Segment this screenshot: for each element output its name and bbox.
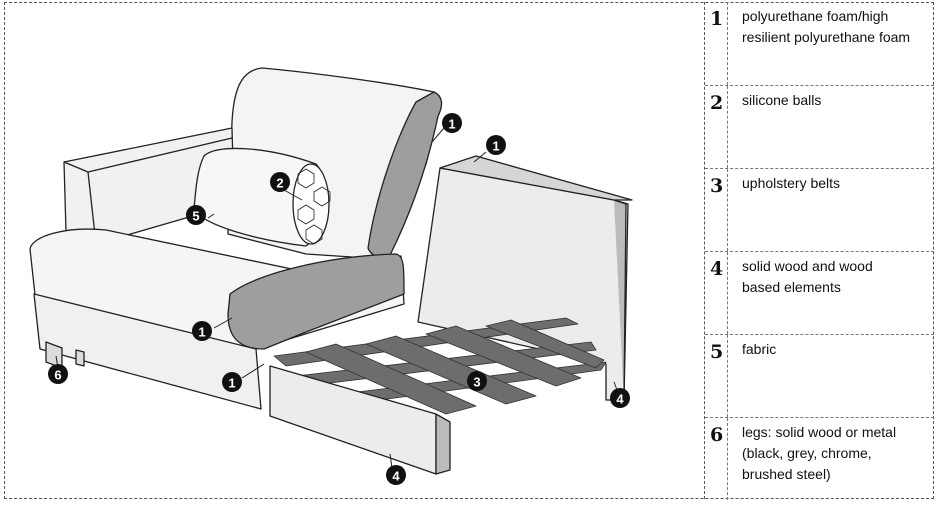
svg-text:6: 6 <box>54 368 61 383</box>
legend-text: upholstery belts <box>742 173 932 194</box>
marker-6-legs: 6 <box>48 364 68 384</box>
leg-back <box>76 350 84 366</box>
marker-3-belts: 3 <box>467 371 487 391</box>
marker-1-back-foam: 1 <box>442 113 462 133</box>
legend-number: 5 <box>710 341 723 363</box>
legend-row-4: 4 solid wood and wood based elements <box>705 251 934 334</box>
legend-number: 2 <box>710 92 723 114</box>
marker-4-front-rail: 4 <box>386 465 406 485</box>
legend-table: 1 polyurethane foam/high resilient polyu… <box>704 2 934 499</box>
svg-text:1: 1 <box>492 139 499 154</box>
marker-5-fabric: 5 <box>186 205 206 225</box>
legend-row-5: 5 fabric <box>705 334 934 417</box>
svg-text:5: 5 <box>192 209 199 224</box>
legend-row-1: 1 polyurethane foam/high resilient polyu… <box>705 2 934 85</box>
sofa-drawing: 1 1 1 1 1 2 3 4 4 5 6 <box>6 4 702 496</box>
sofa-illustration: 1 1 1 1 1 2 3 4 4 5 6 <box>6 4 702 496</box>
svg-text:2: 2 <box>276 176 283 191</box>
marker-4-side-panel: 4 <box>610 388 630 408</box>
legend-row-3: 3 upholstery belts <box>705 168 934 251</box>
legend-row-2: 2 silicone balls <box>705 85 934 168</box>
svg-text:3: 3 <box>473 375 480 390</box>
legend-number: 1 <box>710 8 723 30</box>
legend-row-6: 6 legs: solid wood or metal (black, grey… <box>705 417 934 500</box>
legend-text: solid wood and wood based elements <box>742 256 932 298</box>
svg-text:1: 1 <box>448 117 455 132</box>
marker-1-seat-edge: 1 <box>222 372 242 392</box>
svg-text:1: 1 <box>198 325 205 340</box>
marker-1-armrest-foam: 1 <box>192 321 212 341</box>
legend-text: polyurethane foam/high resilient polyure… <box>742 6 932 48</box>
svg-text:4: 4 <box>616 392 624 407</box>
legend-number: 6 <box>710 424 723 446</box>
svg-text:4: 4 <box>392 469 400 484</box>
legend-text: silicone balls <box>742 90 932 111</box>
marker-2-silicone: 2 <box>270 172 290 192</box>
legend-text: legs: solid wood or metal (black, grey, … <box>742 422 932 485</box>
marker-1-side-top: 1 <box>486 135 506 155</box>
legend-text: fabric <box>742 339 932 360</box>
legend-number: 4 <box>710 258 723 280</box>
svg-text:1: 1 <box>228 376 235 391</box>
legend-number: 3 <box>710 175 723 197</box>
